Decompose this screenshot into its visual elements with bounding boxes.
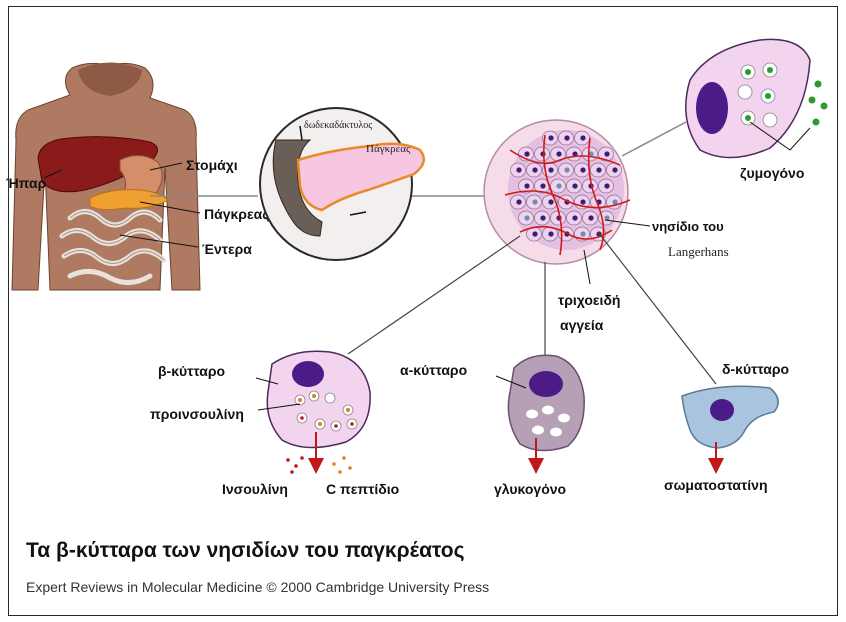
glucagon-label: γλυκογόνο — [494, 481, 566, 497]
islet-cell-nucleus — [524, 215, 530, 221]
nucleus — [696, 82, 728, 134]
islet-cell-nucleus — [532, 167, 538, 173]
nucleus — [710, 399, 734, 421]
islet-cell-nucleus — [548, 135, 554, 141]
insulin-granules — [286, 456, 304, 474]
beta-cell-label: β-κύτταρο — [158, 363, 225, 379]
islet-cell-nucleus — [572, 215, 578, 221]
islet-cell-nucleus — [524, 151, 530, 157]
islet-cell-nucleus — [580, 167, 586, 173]
intestine-label: Έντερα — [202, 241, 252, 257]
islet-cell-nucleus — [572, 183, 578, 189]
islet-cell-nucleus — [548, 199, 554, 205]
islet-cell-nucleus — [532, 199, 538, 205]
stomach-label: Στομάχι — [186, 157, 238, 173]
islet-cell-nucleus — [612, 199, 618, 205]
capillaries-label-line2: αγγεία — [560, 317, 604, 333]
c-peptide-granules — [332, 456, 352, 474]
c-peptide-label: C πεπτίδιο — [326, 481, 399, 497]
islet-cell-nucleus — [604, 151, 610, 157]
pancreas-organ — [89, 189, 169, 211]
islet-cell-nucleus — [540, 215, 546, 221]
islet-cell-nucleus — [516, 167, 522, 173]
zymogen-label: ζυμογόνο — [740, 165, 804, 181]
islet-label-line1: νησίδιο του — [652, 219, 724, 234]
pancreas-zoom-label: Πάγκρεας — [366, 143, 411, 155]
somatostatin-label: σωματοστατίνη — [664, 477, 768, 493]
pancreas-zoom — [259, 107, 426, 261]
delta-cell — [681, 385, 779, 449]
islet-of-langerhans — [483, 119, 631, 265]
islet-cell-nucleus — [556, 151, 562, 157]
figure-title: Τα β-κύτταρα των νησιδίων του παγκρέατος — [26, 539, 465, 562]
islet-cell-nucleus — [556, 183, 562, 189]
islet-cell-nucleus — [580, 231, 586, 237]
insulin-label: Ινσουλίνη — [222, 481, 288, 497]
connector-line — [347, 235, 521, 355]
duodenum-label: δωδεκαδάκτυλος — [304, 120, 372, 131]
beta-cell — [266, 350, 371, 449]
delta-cell-label: δ-κύτταρο — [722, 361, 789, 377]
islet-cell-nucleus — [604, 215, 610, 221]
islet-label-line2: Langerhans — [668, 244, 729, 259]
liver — [37, 136, 158, 193]
liver-label: Ήπαρ — [6, 175, 47, 191]
acinar-cell — [685, 38, 828, 159]
islet-cell-nucleus — [516, 199, 522, 205]
connector-line — [621, 121, 687, 157]
islet-cell-nucleus — [548, 231, 554, 237]
islet-cell-nucleus — [524, 183, 530, 189]
nucleus — [529, 371, 563, 397]
islet-cell-nucleus — [596, 167, 602, 173]
islet-cell-nucleus — [588, 215, 594, 221]
islet-cell-nucleus — [580, 199, 586, 205]
islet-cell-nucleus — [540, 183, 546, 189]
figure-credit: Expert Reviews in Molecular Medicine © 2… — [26, 579, 489, 595]
islet-cell-nucleus — [604, 183, 610, 189]
islet-cell-nucleus — [548, 167, 554, 173]
pancreas-label: Πάγκρεας — [204, 206, 270, 222]
proinsulin-label: προινσουλίνη — [150, 406, 244, 422]
islet-cell-nucleus — [532, 231, 538, 237]
alpha-cell-label: α-κύτταρο — [400, 362, 467, 378]
islet-cell-nucleus — [580, 135, 586, 141]
islet-cell-nucleus — [564, 135, 570, 141]
nucleus — [292, 361, 324, 387]
islet-cell-nucleus — [588, 151, 594, 157]
islet-cell-nucleus — [572, 151, 578, 157]
alpha-cell — [507, 354, 585, 452]
islet-cell-nucleus — [612, 167, 618, 173]
capillaries-label-line1: τριχοειδή — [558, 292, 620, 308]
islet-cell-nucleus — [564, 167, 570, 173]
connector-line — [597, 231, 717, 385]
